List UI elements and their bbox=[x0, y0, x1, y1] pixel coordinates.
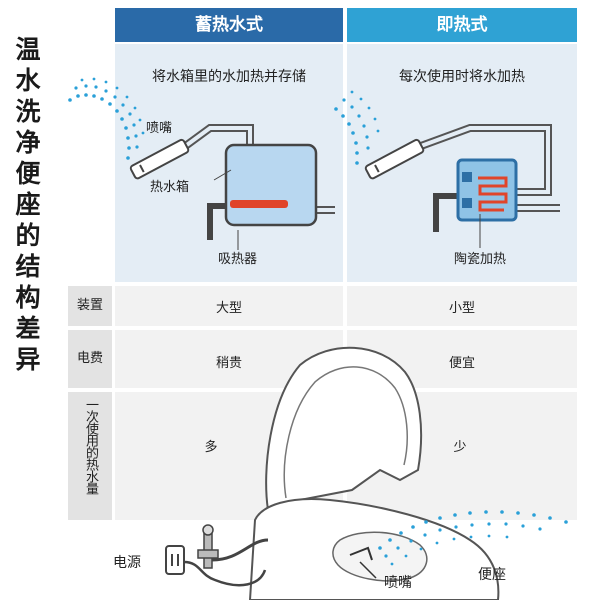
cell-electricity-storage: 稍贵 bbox=[215, 356, 242, 371]
column-divider bbox=[343, 44, 347, 520]
description-storage: 将水箱里的水加热并存储 bbox=[152, 69, 306, 85]
row-label-device: 装置 bbox=[68, 286, 112, 326]
row-label-electricity: 电费 bbox=[68, 330, 112, 388]
side-title-char: 异 bbox=[15, 345, 41, 374]
side-title-char: 便 bbox=[15, 159, 41, 188]
toilet-illustration bbox=[248, 346, 500, 600]
side-title-char: 结 bbox=[15, 252, 41, 281]
label-nozzle-storage: 喷嘴 bbox=[146, 121, 173, 136]
row-label-hot-water: 一次使用的热水量 bbox=[68, 392, 112, 520]
label-nozzle-toilet: 喷嘴 bbox=[384, 575, 412, 591]
row-label-text: 装置 bbox=[76, 298, 103, 313]
side-title-char: 净 bbox=[15, 128, 41, 157]
cell-device-instant: 小型 bbox=[448, 301, 475, 316]
row-label-text: 一次使用的热水量 bbox=[83, 398, 98, 494]
side-title-char: 差 bbox=[15, 314, 41, 343]
side-title-char: 水 bbox=[15, 66, 41, 95]
label-ceramic-heater: 陶瓷加热 bbox=[454, 252, 507, 267]
cell-device-storage: 大型 bbox=[215, 301, 242, 316]
cell-hot-water-instant: 少 bbox=[453, 440, 467, 455]
label-seat: 便座 bbox=[478, 567, 506, 583]
header-instant-type: 即热式 bbox=[347, 8, 577, 42]
row-label-text: 电费 bbox=[76, 351, 103, 366]
water-spray-right bbox=[334, 90, 380, 165]
cell-electricity-instant: 便宜 bbox=[448, 356, 475, 371]
water-spray-toilet bbox=[378, 510, 568, 566]
side-title-char: 温 bbox=[15, 35, 41, 64]
side-title-char: 洗 bbox=[15, 97, 41, 126]
power-plug bbox=[165, 545, 267, 587]
label-power: 电源 bbox=[113, 555, 141, 571]
side-title-char: 构 bbox=[15, 283, 41, 312]
cell-hot-water-storage: 多 bbox=[204, 440, 218, 455]
side-title: 温 水 洗 净 便 座 的 结 构 差 异 bbox=[8, 34, 48, 375]
label-hot-water-tank: 热水箱 bbox=[150, 180, 190, 195]
description-instant: 每次使用时将水加热 bbox=[399, 69, 525, 85]
side-title-char: 座 bbox=[15, 190, 41, 219]
label-heat-absorber: 吸热器 bbox=[218, 252, 258, 267]
header-storage-type: 蓄热水式 bbox=[115, 8, 343, 42]
side-title-char: 的 bbox=[15, 221, 41, 250]
water-spray-left bbox=[68, 77, 145, 160]
water-valve bbox=[197, 524, 269, 569]
